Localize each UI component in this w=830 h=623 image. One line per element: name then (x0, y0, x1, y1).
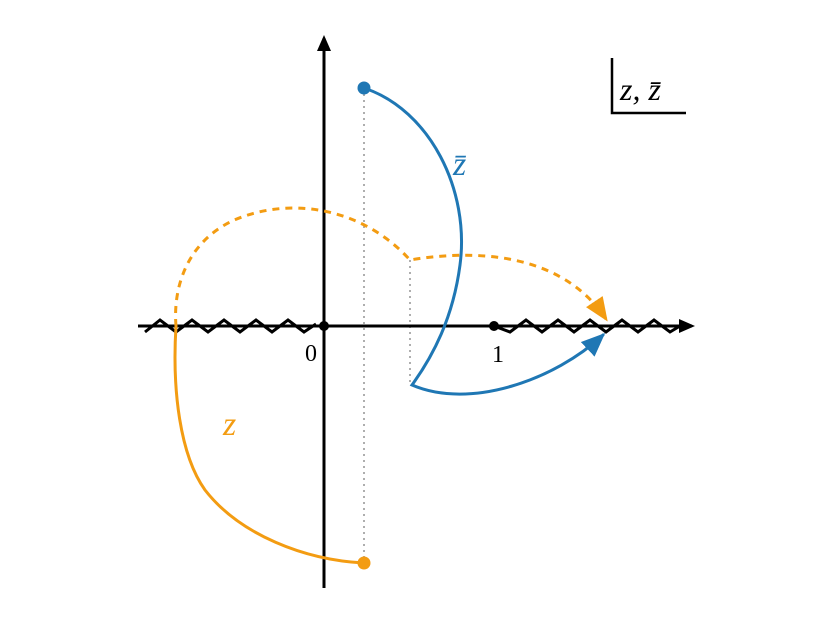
one-point (489, 321, 499, 331)
origin-point (319, 321, 329, 331)
zbar-label: z̄ (452, 146, 467, 183)
left-branch-cut (144, 318, 317, 334)
zbar-start-point (357, 81, 371, 95)
z-path-dashed (174, 206, 608, 327)
one-label: 1 (492, 342, 504, 368)
z-label: z (222, 406, 236, 443)
legend-label: z, z̄ (619, 71, 661, 107)
origin-label: 0 (305, 341, 317, 367)
z-start-point (357, 556, 371, 570)
zbar-path (362, 86, 606, 396)
z-path-solid (173, 324, 366, 565)
legend-corner (610, 58, 686, 115)
